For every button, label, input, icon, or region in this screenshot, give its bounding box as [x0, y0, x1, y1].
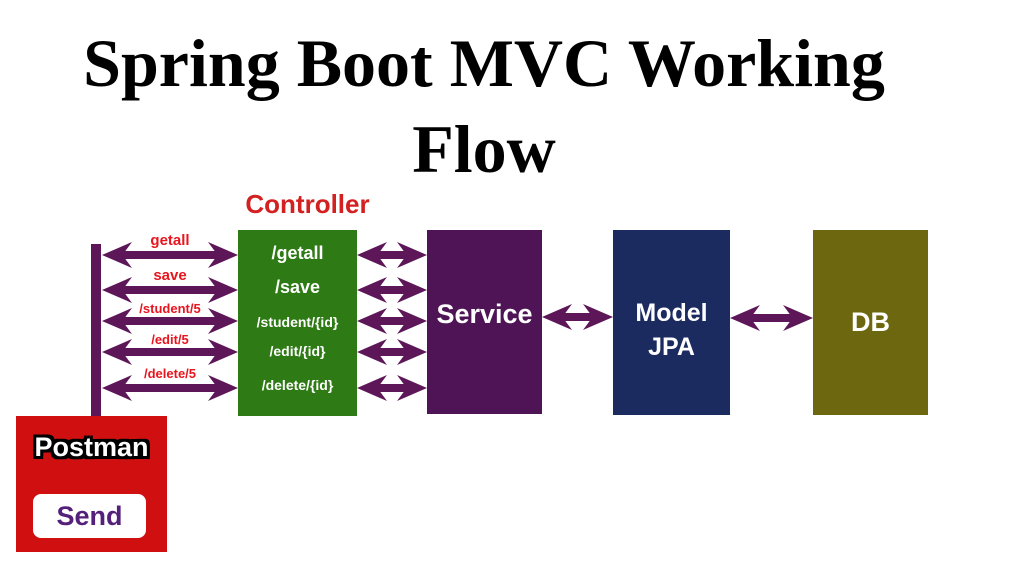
arrow-client-student: [102, 308, 238, 334]
request-label-getall: getall: [150, 232, 190, 249]
model-label-line1: Model: [635, 298, 708, 327]
send-button[interactable]: Send: [33, 494, 146, 538]
arrow-controller-service-2: [357, 277, 427, 303]
service-label: Service: [436, 298, 533, 329]
postman-label: Postman: [34, 432, 149, 462]
route-student: /student/{id}: [256, 314, 339, 330]
arrow-shaft: [744, 314, 799, 322]
page-title-line2: Flow: [412, 111, 556, 187]
model-label-line2: JPA: [648, 332, 695, 361]
page-title: Spring Boot MVC Working Flow: [8, 20, 960, 192]
arrow-shaft: [371, 384, 413, 392]
arrow-shaft: [371, 317, 413, 325]
arrow-model-db: [730, 305, 813, 331]
request-label-save: save: [153, 267, 187, 284]
postman-client-box: Postman Send: [16, 416, 167, 552]
service-box: Service: [427, 230, 542, 414]
arrow-controller-service-4: [357, 339, 427, 365]
arrow-shaft: [371, 348, 413, 356]
model-jpa-box: Model JPA: [613, 230, 730, 415]
arrow-controller-service-3: [357, 308, 427, 334]
route-delete: /delete/{id}: [261, 377, 334, 393]
arrow-controller-service-1: [357, 242, 427, 268]
request-label-student: /student/5: [139, 301, 201, 316]
client-connector-line: [91, 244, 101, 416]
route-edit: /edit/{id}: [269, 343, 326, 359]
arrow-controller-service-5: [357, 375, 427, 401]
arrow-shaft: [556, 313, 599, 321]
page-title-line1: Spring Boot MVC Working: [83, 25, 885, 101]
route-getall: /getall: [271, 243, 324, 263]
arrow-shaft: [116, 251, 224, 259]
arrow-shaft: [116, 384, 224, 392]
send-button-label: Send: [56, 500, 123, 531]
request-label-edit: /edit/5: [151, 332, 189, 347]
arrow-client-delete: [102, 375, 238, 401]
db-label: DB: [851, 307, 890, 337]
arrow-client-getall: [102, 242, 238, 268]
arrow-shaft: [116, 286, 224, 294]
request-label-delete: /delete/5: [143, 366, 197, 381]
arrow-service-model: [542, 304, 613, 330]
arrow-client-edit: [102, 339, 238, 365]
controller-heading: Controller: [245, 189, 370, 219]
arrow-client-save: [102, 277, 238, 303]
arrow-shaft: [116, 317, 224, 325]
arrow-shaft: [371, 286, 413, 294]
arrow-shaft: [371, 251, 413, 259]
arrow-shaft: [116, 348, 224, 356]
controller-box: /getall /save /student/{id} /edit/{id} /…: [238, 230, 357, 416]
route-save: /save: [274, 277, 321, 297]
db-box: DB: [813, 230, 928, 415]
